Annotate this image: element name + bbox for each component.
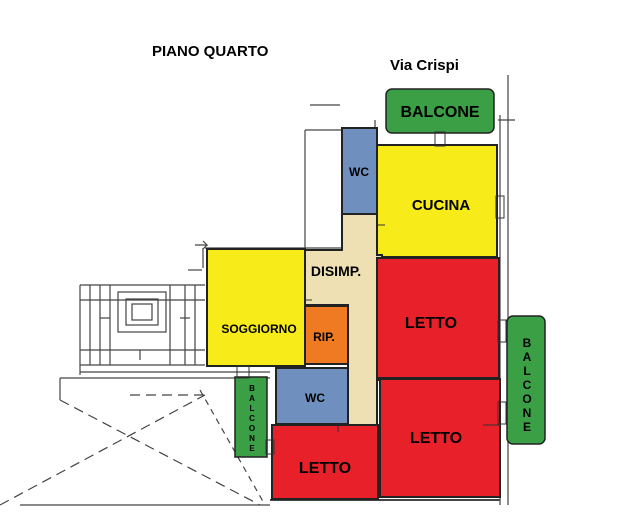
- bedroom-lower-right-label: LETTO: [410, 430, 462, 447]
- storage-room: [304, 305, 349, 365]
- kitchen: [376, 144, 498, 258]
- svg-text:A: A: [523, 350, 532, 364]
- svg-text:N: N: [249, 434, 255, 443]
- balcony-top: [385, 88, 495, 134]
- living-room-label: SOGGIORNO: [221, 322, 296, 336]
- wc-top-label: WC: [349, 165, 369, 179]
- balcony-right: [506, 315, 546, 445]
- floor-title: PIANO QUARTO: [152, 43, 269, 60]
- svg-text:O: O: [522, 392, 531, 406]
- svg-text:N: N: [523, 406, 532, 420]
- svg-text:L: L: [250, 404, 255, 413]
- storage-room-label: RIP.: [313, 330, 335, 344]
- bedroom-lower-right: [379, 378, 501, 498]
- balcony-right-label: B A L C O N E: [522, 336, 531, 434]
- svg-text:E: E: [249, 444, 255, 453]
- svg-text:E: E: [523, 420, 531, 434]
- street-label: Via Crispi: [390, 57, 459, 74]
- svg-text:C: C: [523, 378, 532, 392]
- wc-bottom-label: WC: [305, 391, 325, 405]
- balcony-top-label: BALCONE: [400, 104, 479, 121]
- wc-bottom: [275, 367, 349, 425]
- svg-text:L: L: [523, 364, 530, 378]
- living-room: [206, 248, 306, 367]
- kitchen-label: CUCINA: [412, 197, 470, 214]
- opening-marks: [236, 131, 507, 455]
- hallway-label: DISIMP.: [311, 263, 361, 279]
- bedroom-bottom-label: LETTO: [299, 460, 351, 477]
- background-drawing: [0, 75, 515, 506]
- svg-text:C: C: [249, 414, 255, 423]
- svg-text:B: B: [523, 336, 532, 350]
- svg-text:A: A: [249, 394, 255, 403]
- bedroom-bottom: [271, 424, 379, 500]
- balcony-left-label: B A L C O N E: [249, 384, 255, 453]
- svg-text:B: B: [249, 384, 255, 393]
- bedroom-upper-right-label: LETTO: [405, 315, 457, 332]
- svg-text:O: O: [249, 424, 255, 433]
- balcony-left: [234, 376, 268, 458]
